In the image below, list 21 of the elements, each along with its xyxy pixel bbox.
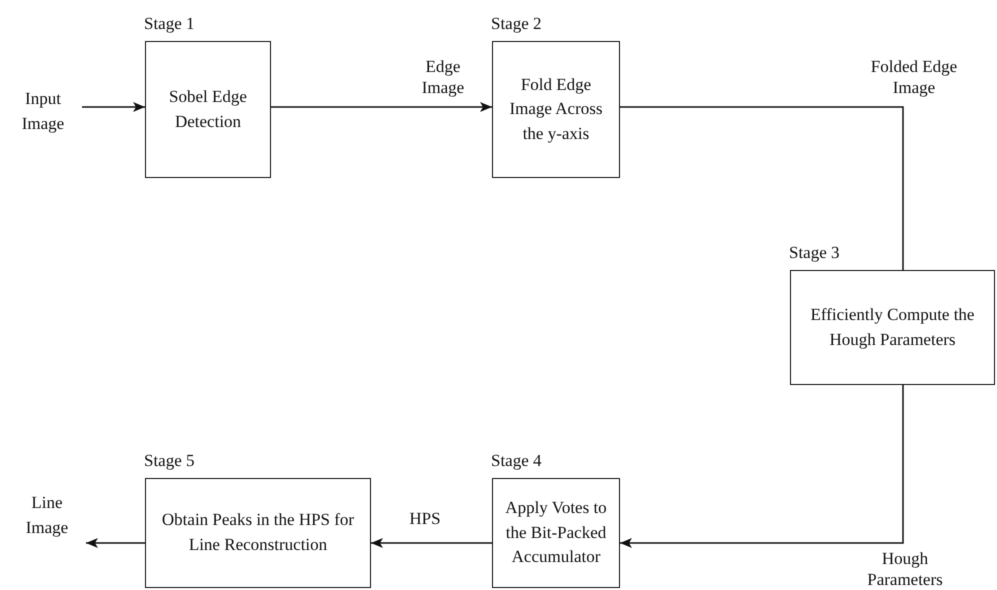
stage-label: Stage 5 bbox=[144, 450, 195, 472]
arrow bbox=[82, 102, 145, 112]
io-label: Input Image bbox=[8, 90, 78, 134]
stage-label: Stage 1 bbox=[144, 13, 195, 35]
step-text: Apply Votes to the Bit-Packed Accumulator bbox=[504, 497, 608, 568]
arrow bbox=[371, 538, 492, 548]
edge-label: HPS bbox=[408, 508, 442, 530]
io-label: Line Image bbox=[12, 494, 82, 538]
stage-label: Stage 4 bbox=[491, 450, 542, 472]
edge-label: Hough Parameters bbox=[866, 548, 944, 590]
step-text: Fold Edge Image Across the y-axis bbox=[508, 74, 604, 145]
arrow bbox=[271, 102, 492, 112]
stage-label: Stage 3 bbox=[789, 242, 840, 264]
arrow bbox=[620, 385, 904, 548]
step-text: Efficiently Compute the Hough Parameters bbox=[810, 304, 976, 351]
edge-label: Folded Edge Image bbox=[870, 56, 958, 98]
edge-label: Edge Image bbox=[420, 56, 466, 98]
step-text: Obtain Peaks in the HPS for Line Reconstruction bbox=[160, 509, 356, 556]
stage-label: Stage 2 bbox=[491, 13, 542, 35]
step-text: Sobel Edge Detection bbox=[168, 86, 248, 132]
arrow bbox=[86, 538, 145, 548]
